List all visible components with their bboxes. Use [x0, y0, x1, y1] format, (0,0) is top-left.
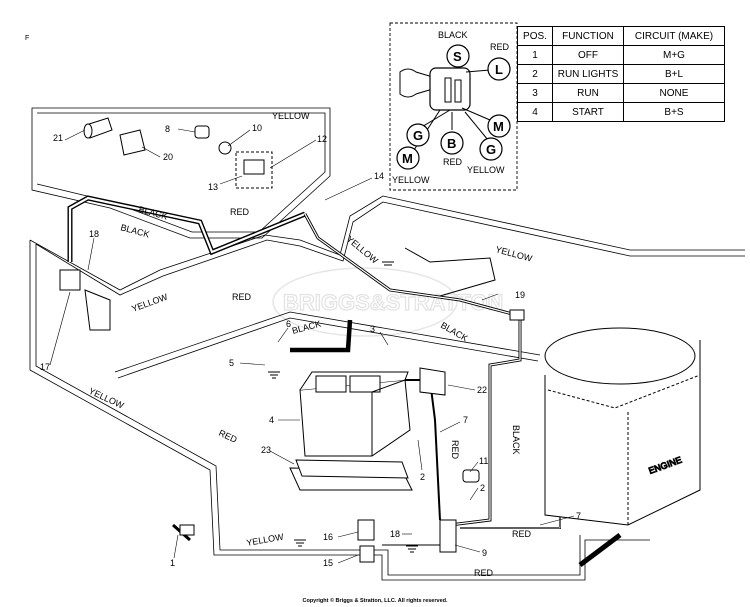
part-2a: 2 — [420, 472, 425, 482]
part-18a: 18 — [89, 229, 99, 239]
wire-label-yellow-3: YELLOW — [494, 244, 533, 263]
wire-label-red-5: RED — [512, 529, 532, 539]
part-11: 11 — [479, 456, 488, 466]
cell-function: RUN LIGHTS — [552, 64, 624, 84]
cell-function: OFF — [552, 45, 624, 65]
wire-label-black-1: BLACK — [137, 204, 168, 221]
part-5: 5 — [229, 358, 234, 368]
part-2b: 2 — [480, 483, 485, 493]
wire-label-red-1: RED — [230, 207, 250, 217]
header-pos: POS. — [517, 26, 553, 46]
cell-function: RUN — [552, 83, 624, 103]
part-21: 21 — [53, 133, 63, 143]
part-numbers: 21 20 8 10 12 13 14 18 17 6 5 3 4 22 7 2… — [40, 123, 581, 568]
part-7b: 7 — [576, 511, 581, 521]
wire-label-yellow-4: YELLOW — [130, 291, 169, 313]
engine: ENGINE — [544, 327, 701, 526]
part-9: 9 — [482, 548, 487, 558]
table-header-row: POS. FUNCTION CIRCUIT (MAKE) — [517, 26, 725, 46]
part-12: 12 — [317, 134, 327, 144]
part-19: 19 — [515, 290, 525, 300]
table-row: 3 RUN NONE — [517, 83, 725, 103]
battery — [289, 371, 413, 491]
part-3: 3 — [370, 324, 375, 334]
part-23: 23 — [261, 445, 271, 455]
ground-symbols — [268, 261, 418, 553]
cell-pos: 3 — [517, 83, 553, 103]
part-16: 16 — [323, 532, 333, 542]
terminal-m2: M — [402, 151, 413, 166]
cell-function: START — [552, 102, 624, 122]
wire-label-red-6: RED — [474, 568, 494, 578]
terminal-s: S — [453, 49, 462, 64]
part-6: 6 — [286, 319, 291, 329]
wire-labels: YELLOW BLACK BLACK RED YELLOW YELLOW YEL… — [87, 111, 534, 578]
cell-circuit: M+G — [623, 45, 725, 65]
wire-label-yellow-top: YELLOW — [272, 111, 310, 121]
wire-label-red-4: RED — [450, 440, 460, 460]
wire-label-yellow-5: YELLOW — [87, 386, 126, 411]
switch-label-yellow-right: YELLOW — [467, 165, 505, 175]
header-function: FUNCTION — [552, 26, 624, 46]
cell-circuit: B+S — [623, 102, 725, 122]
terminal-b: B — [447, 136, 456, 151]
cell-pos: 2 — [517, 64, 553, 84]
copyright-notice: Copyright © Briggs & Stratton, LLC. All … — [302, 598, 448, 604]
switch-label-red-bottom: RED — [443, 157, 463, 167]
wire-label-black-2: BLACK — [119, 222, 150, 239]
terminal-l: L — [495, 62, 503, 77]
table-row: 2 RUN LIGHTS B+L — [517, 64, 725, 84]
wire-label-black-3: BLACK — [291, 319, 322, 336]
terminal-g2: G — [486, 142, 496, 157]
wire-label-yellow-6: YELLOW — [246, 532, 285, 548]
frame-outline — [29, 107, 745, 581]
part-10: 10 — [252, 123, 262, 133]
page-marker: F — [25, 35, 30, 42]
wire-label-red-2: RED — [232, 292, 252, 302]
wire-label-black-5: BLACK — [511, 425, 521, 455]
part-14: 14 — [374, 171, 384, 181]
cell-pos: 1 — [517, 45, 553, 65]
part-1: 1 — [170, 558, 175, 568]
switch-position-table: POS. FUNCTION CIRCUIT (MAKE) 1 OFF M+G 2… — [517, 26, 725, 122]
wire-label-red-3: RED — [217, 428, 239, 445]
part-18b: 18 — [390, 529, 400, 539]
part-4: 4 — [269, 415, 274, 425]
switch-label-red-top: RED — [490, 42, 510, 52]
terminal-m1: M — [493, 119, 504, 134]
switch-label-black: BLACK — [438, 30, 468, 40]
part-20: 20 — [163, 152, 173, 162]
part-13: 13 — [208, 182, 218, 192]
part-22: 22 — [477, 385, 487, 395]
table-row: 4 START B+S — [517, 102, 725, 122]
part-8: 8 — [165, 124, 170, 134]
part-7a: 7 — [463, 415, 468, 425]
cell-pos: 4 — [517, 102, 553, 122]
cell-circuit: NONE — [623, 83, 725, 103]
cell-circuit: B+L — [623, 64, 725, 84]
part-17: 17 — [40, 362, 50, 372]
components — [59, 117, 525, 563]
table-row: 1 OFF M+G — [517, 45, 725, 65]
leader-lines — [49, 128, 575, 564]
part-15: 15 — [323, 558, 333, 568]
ignition-switch-detail: BLACK RED RED YELLOW YELLOW S L G B M M … — [389, 22, 518, 191]
terminal-g1: G — [413, 128, 423, 143]
header-circuit: CIRCUIT (MAKE) — [623, 26, 725, 46]
switch-label-yellow-left: YELLOW — [392, 175, 430, 185]
